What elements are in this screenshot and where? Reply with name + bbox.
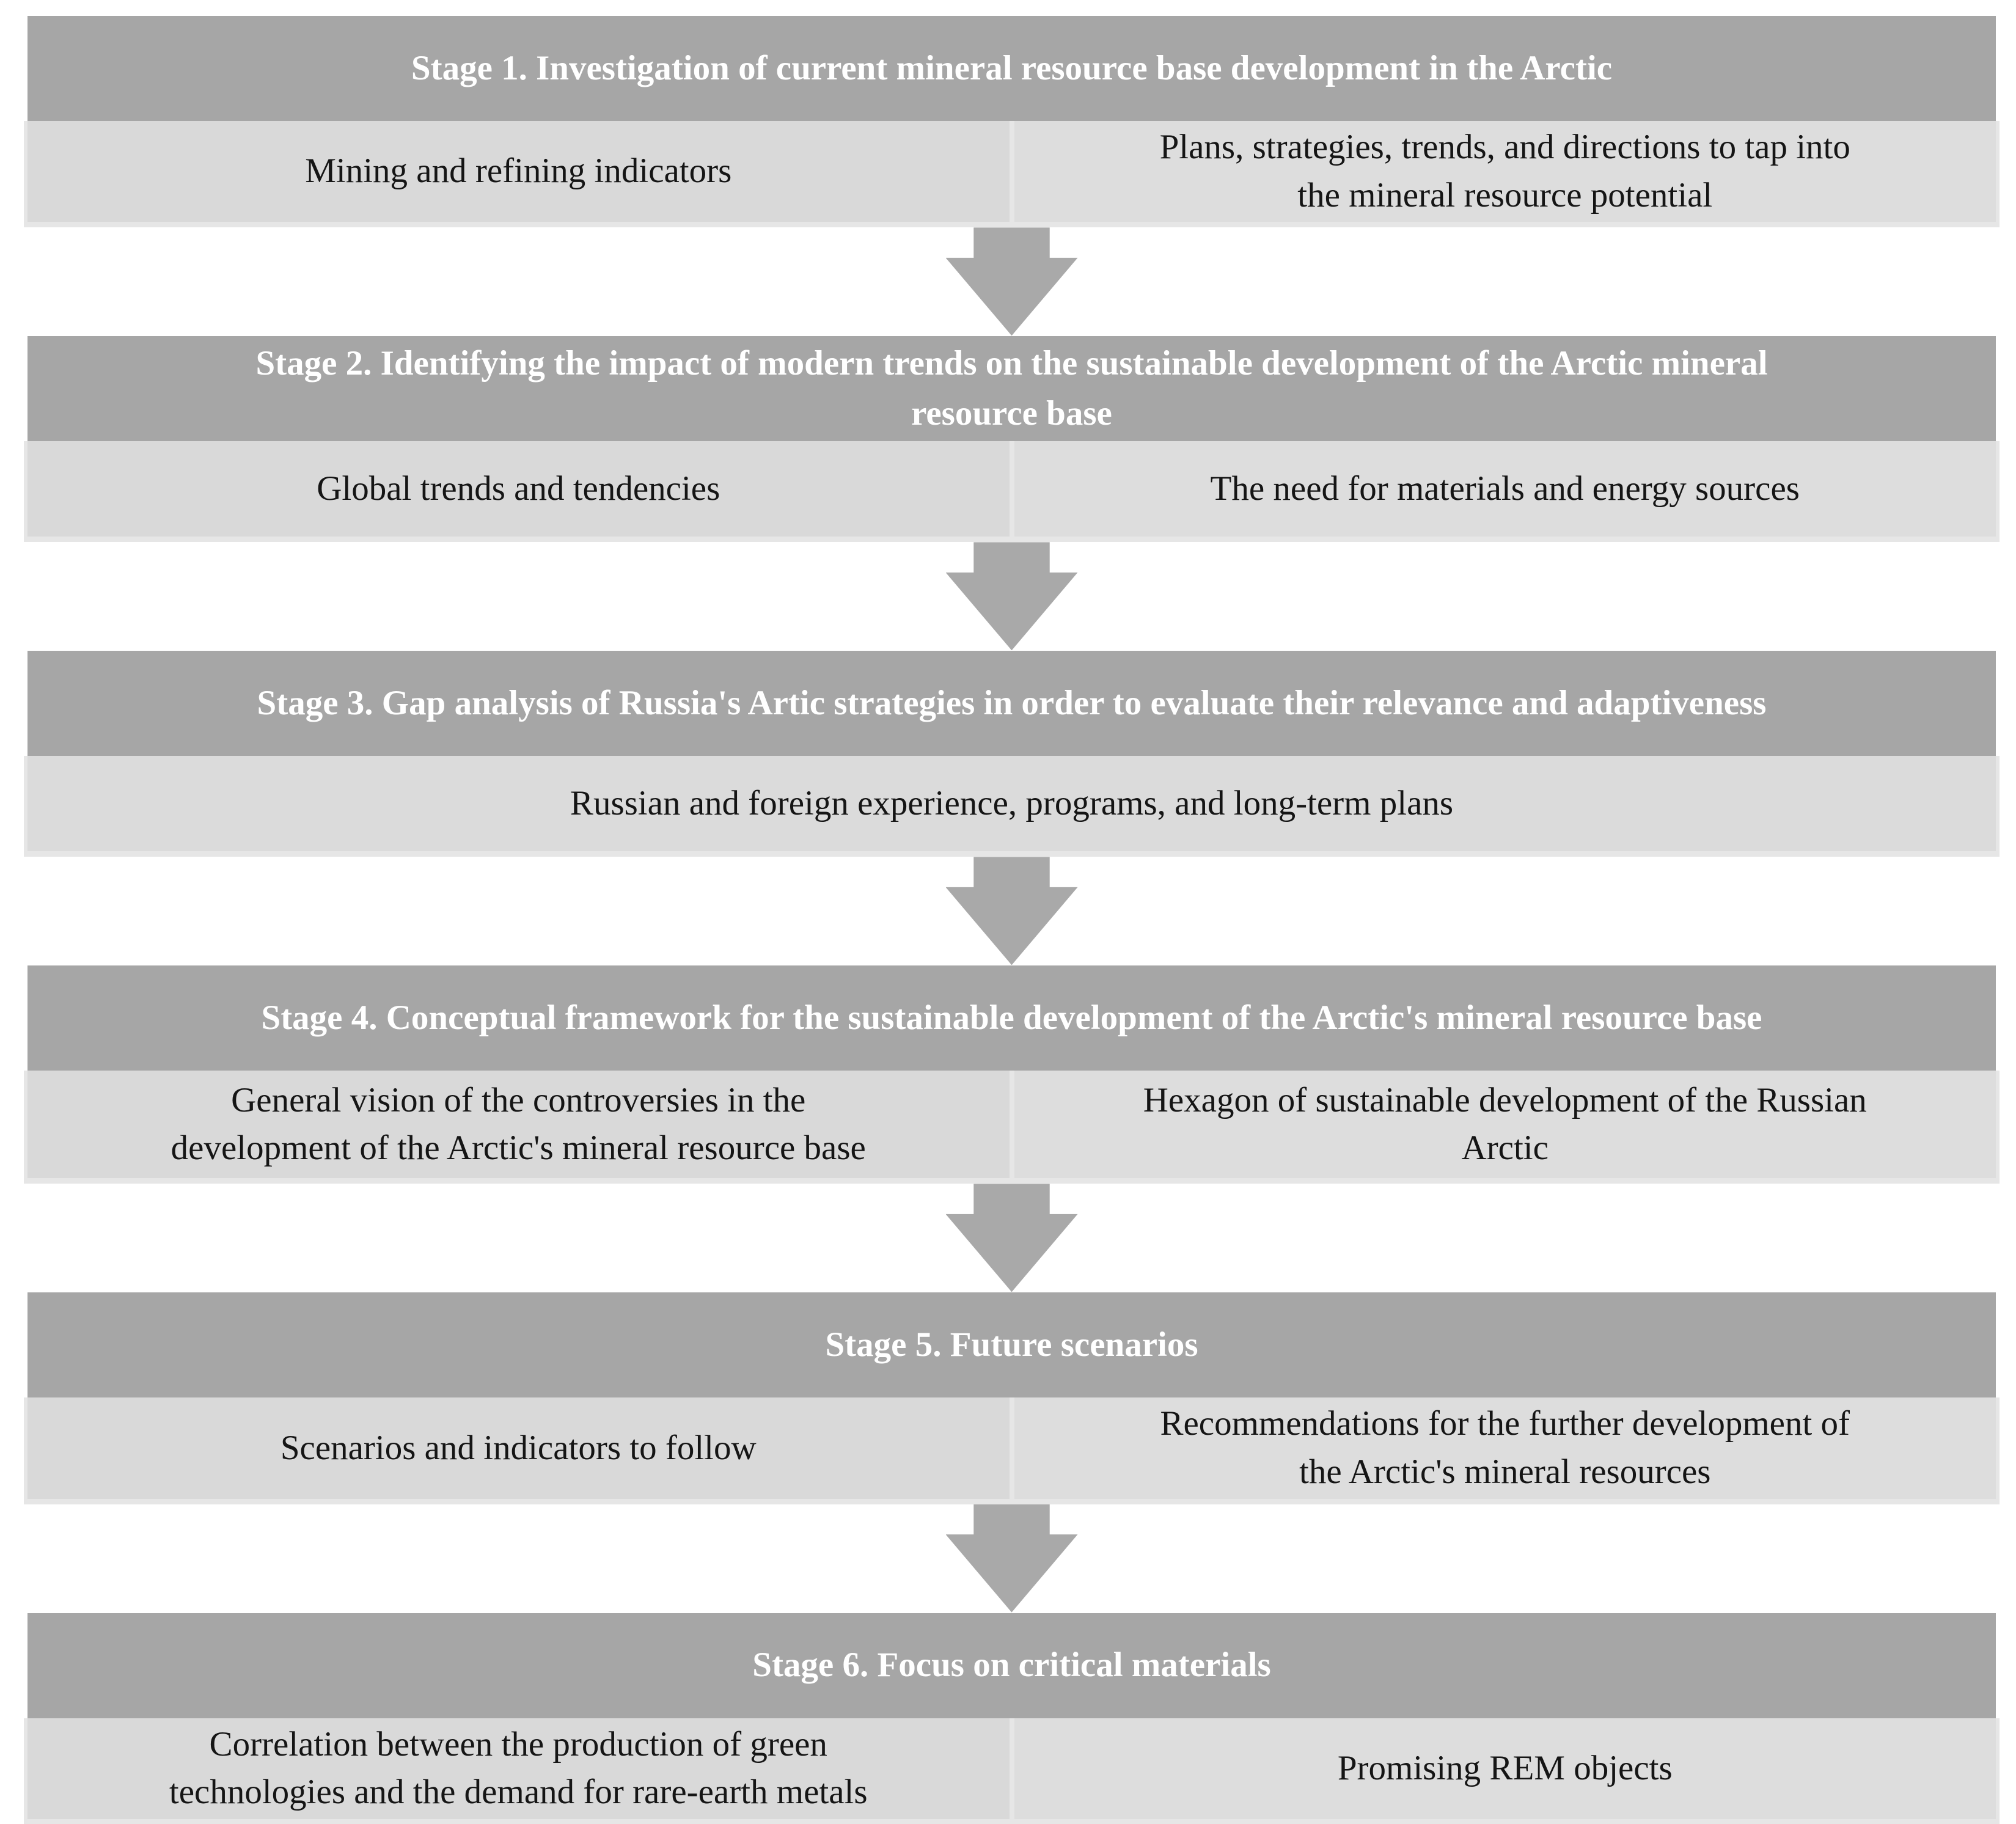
stage-2-cell-right: The need for materials and energy source… <box>1014 441 1996 537</box>
stage-1-cell-left-text: Mining and refining indicators <box>305 152 732 191</box>
stage-5-cell-left-text: Scenarios and indicators to follow <box>280 1428 757 1467</box>
stage-4-cells-row: General vision of the controversies in t… <box>24 1071 2000 1184</box>
stage-5-header: Stage 5. Future scenarios <box>27 1292 1996 1398</box>
down-arrow-icon <box>945 1504 1078 1613</box>
stage-3-block: Stage 3. Gap analysis of Russia's Artic … <box>24 651 2000 857</box>
stage-2-header: Stage 2. Identifying the impact of moder… <box>27 336 1996 442</box>
flow-arrow-zone-3 <box>27 857 1996 965</box>
stage-1-cell-left: Mining and refining indicators <box>27 121 1010 222</box>
flow-arrow-zone-5 <box>27 1504 1996 1613</box>
stage-5-cell-right-text: Recommendations for the further developm… <box>1160 1404 1850 1491</box>
stage-6-cells-row: Correlation between the production of gr… <box>24 1718 2000 1824</box>
stage-6-cell-right: Promising REM objects <box>1014 1718 1996 1819</box>
flow-arrow-zone-1 <box>27 227 1996 336</box>
stage-4-title: Stage 4. Conceptual framework for the su… <box>261 998 1762 1037</box>
stage-2-cells-row: Global trends and tendencies The need fo… <box>24 441 2000 543</box>
stage-6-cell-right-text: Promising REM objects <box>1337 1748 1673 1787</box>
stage-3-title: Stage 3. Gap analysis of Russia's Artic … <box>257 683 1767 722</box>
stage-3-header: Stage 3. Gap analysis of Russia's Artic … <box>27 651 1996 756</box>
stage-2-title: Stage 2. Identifying the impact of moder… <box>255 343 1768 433</box>
down-arrow-icon <box>945 227 1078 336</box>
flow-arrow-zone-4 <box>27 1184 1996 1292</box>
down-arrow-icon <box>945 542 1078 651</box>
stage-1-header: Stage 1. Investigation of current minera… <box>27 16 1996 121</box>
stage-5-cell-right: Recommendations for the further developm… <box>1014 1397 1996 1499</box>
stage-4-block: Stage 4. Conceptual framework for the su… <box>24 965 2000 1184</box>
stage-1-title: Stage 1. Investigation of current minera… <box>411 48 1613 87</box>
stage-4-cell-right: Hexagon of sustainable development of th… <box>1014 1071 1996 1179</box>
stage-6-cell-left: Correlation between the production of gr… <box>27 1718 1010 1819</box>
stage-1-block: Stage 1. Investigation of current minera… <box>24 16 2000 228</box>
stage-6-block: Stage 6. Focus on critical materials Cor… <box>24 1613 2000 1824</box>
stage-4-cell-left: General vision of the controversies in t… <box>27 1071 1010 1179</box>
stage-2-cell-right-text: The need for materials and energy source… <box>1210 469 1800 508</box>
down-arrow-icon <box>945 857 1078 965</box>
stage-4-cell-left-text: General vision of the controversies in t… <box>170 1080 866 1168</box>
stage-2-block: Stage 2. Identifying the impact of moder… <box>24 336 2000 543</box>
stage-5-cells-row: Scenarios and indicators to follow Recom… <box>24 1397 2000 1504</box>
stage-6-header: Stage 6. Focus on critical materials <box>27 1613 1996 1718</box>
stage-4-cell-right-text: Hexagon of sustainable development of th… <box>1143 1080 1867 1168</box>
stage-3-cell-text: Russian and foreign experience, programs… <box>570 783 1454 822</box>
stage-6-title: Stage 6. Focus on critical materials <box>752 1646 1271 1685</box>
stage-1-cell-right-text: Plans, strategies, trends, and direction… <box>1159 128 1850 214</box>
flow-arrow-zone-2 <box>27 542 1996 651</box>
stage-1-cells-row: Mining and refining indicators Plans, st… <box>24 121 2000 228</box>
stage-5-cell-left: Scenarios and indicators to follow <box>27 1397 1010 1499</box>
stage-stack: Stage 1. Investigation of current minera… <box>24 16 2000 1824</box>
stage-1-cell-right: Plans, strategies, trends, and direction… <box>1014 121 1996 222</box>
down-arrow-icon <box>945 1184 1078 1292</box>
stage-3-cells-row: Russian and foreign experience, programs… <box>24 756 2000 857</box>
stage-3-cell: Russian and foreign experience, programs… <box>27 756 1996 852</box>
stage-2-cell-left: Global trends and tendencies <box>27 441 1010 537</box>
stage-5-block: Stage 5. Future scenarios Scenarios and … <box>24 1292 2000 1504</box>
stage-2-cell-left-text: Global trends and tendencies <box>317 469 720 508</box>
stage-6-cell-left-text: Correlation between the production of gr… <box>169 1724 868 1812</box>
stage-4-header: Stage 4. Conceptual framework for the su… <box>27 965 1996 1071</box>
stage-5-title: Stage 5. Future scenarios <box>825 1325 1198 1364</box>
